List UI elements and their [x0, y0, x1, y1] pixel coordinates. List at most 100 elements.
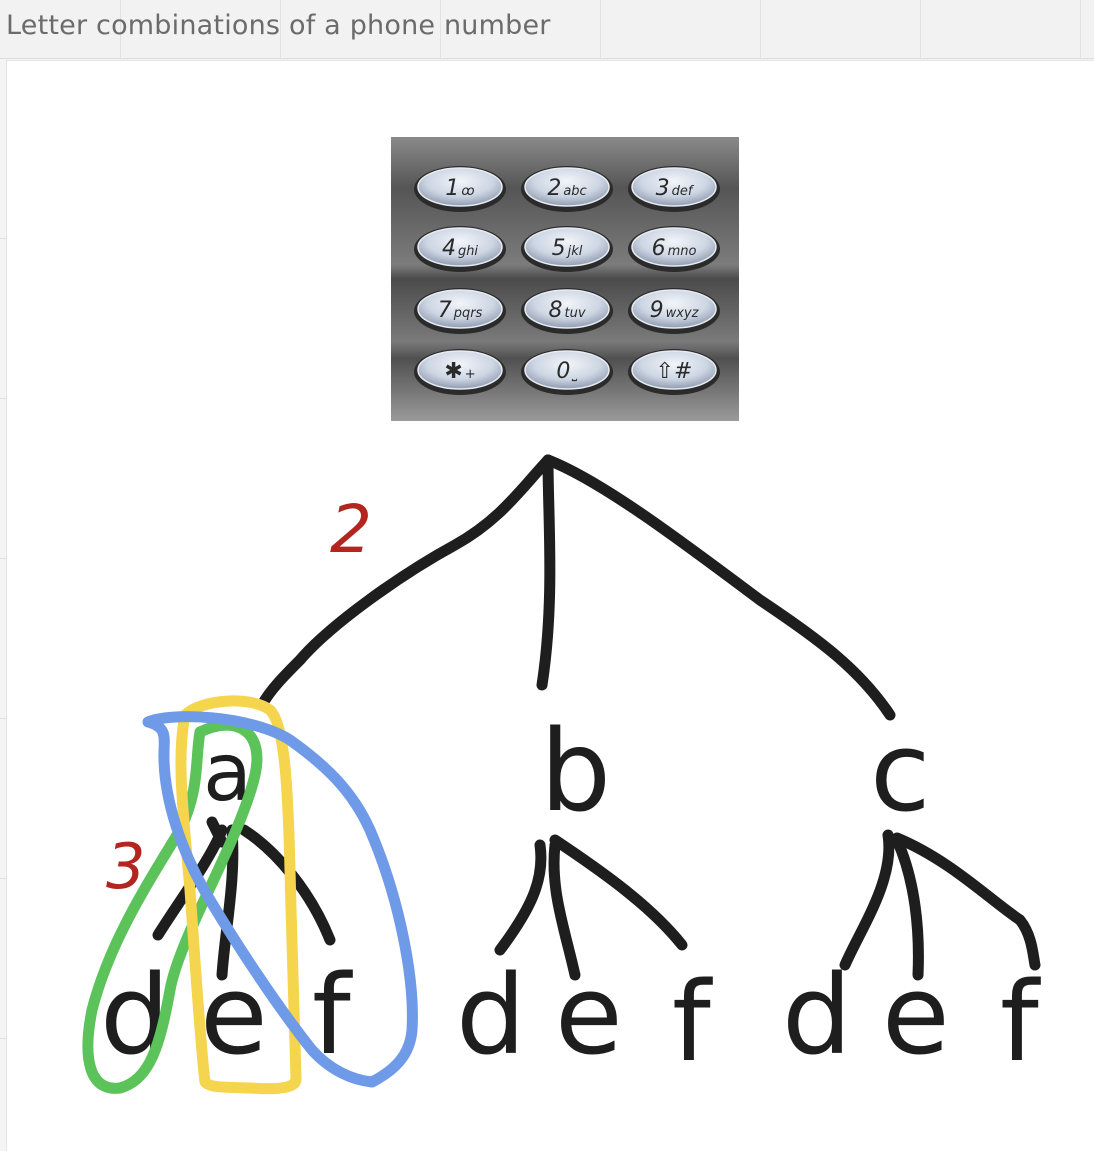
title-bar: Letter combinations of a phone number	[0, 0, 1094, 59]
row-divider	[0, 718, 6, 719]
edge-b-d	[494, 839, 547, 956]
key-face	[417, 350, 503, 390]
column-divider	[440, 0, 441, 58]
leaf-letter: d	[100, 951, 170, 1079]
edge-c-f	[891, 832, 1041, 971]
key-letters: +	[465, 367, 476, 382]
row-divider	[0, 238, 6, 239]
key-digit: ✱	[444, 359, 462, 384]
key-label: ⇧#	[656, 359, 693, 384]
edge-root-c	[542, 454, 896, 721]
key-face	[631, 167, 717, 207]
keypad-key: ⇧#	[628, 349, 720, 395]
keypad-key: 0⎵	[521, 349, 613, 395]
edge-b-f	[549, 834, 688, 951]
key-face	[524, 227, 610, 267]
edge-b-e	[548, 839, 581, 981]
key-digit: 8	[548, 298, 562, 323]
key-face	[417, 167, 503, 207]
depth-annotations: 2 3	[106, 491, 372, 903]
key-digit: 2	[547, 176, 561, 201]
leaf-letter: d	[456, 951, 526, 1079]
edge-a-stub	[206, 816, 228, 848]
letter-c: c	[870, 708, 930, 836]
key-letters: ꝏ	[461, 184, 474, 199]
key-letters: mno	[668, 244, 697, 259]
key-digit: 3	[656, 176, 670, 201]
edge-c-d	[839, 829, 895, 971]
key-face	[524, 167, 610, 207]
edge-c-e	[891, 834, 924, 981]
column-divider	[920, 0, 921, 58]
key-digit: 6	[652, 236, 666, 261]
column-divider	[600, 0, 601, 58]
key-letters: tuv	[564, 306, 585, 321]
row-divider	[0, 878, 6, 879]
key-letters: def	[672, 184, 695, 199]
key-label: ✱+	[444, 359, 475, 384]
key-digit: 5	[552, 236, 566, 261]
column-divider	[760, 0, 761, 58]
key-letters: ghi	[458, 244, 478, 259]
key-face	[417, 289, 503, 329]
annotation-digit-2: 2	[330, 491, 372, 568]
column-divider	[120, 0, 121, 58]
leaf-letter: e	[555, 951, 623, 1079]
key-digit: 1	[445, 176, 459, 201]
column-divider	[280, 0, 281, 58]
tree-edges-level-1	[256, 454, 896, 721]
key-digit: 9	[650, 298, 664, 323]
leaf-letter: f	[672, 958, 713, 1086]
key-face	[631, 227, 717, 267]
key-digit: 4	[442, 236, 456, 261]
row-divider	[0, 398, 6, 399]
key-letters: jkl	[566, 244, 583, 259]
column-divider	[1080, 0, 1081, 58]
key-label: 0⎵	[556, 359, 577, 384]
leaf-letter: d	[782, 951, 852, 1079]
key-digit: 7	[438, 298, 452, 323]
key-face	[631, 289, 717, 329]
key-letters: abc	[563, 184, 586, 199]
key-face	[524, 350, 610, 390]
leaf-letter: e	[882, 951, 950, 1079]
highlight-loops	[82, 695, 418, 1095]
key-letters: ⎵	[571, 367, 577, 382]
row-divider	[0, 1038, 6, 1039]
edge-root-b	[536, 454, 556, 691]
blue-loop	[142, 711, 418, 1088]
leaf-letter: f	[1000, 958, 1041, 1086]
edge-root-a	[256, 454, 554, 711]
row-divider	[0, 558, 6, 559]
key-digit: 0	[556, 359, 570, 384]
key-face	[417, 227, 503, 267]
key-letters: wxyz	[666, 306, 700, 321]
keypad-key: ✱+	[414, 349, 506, 395]
key-letters: pqrs	[453, 306, 483, 321]
key-digit: ⇧#	[656, 359, 693, 384]
tree-letters: a b c d e f d e f d e f	[100, 707, 1041, 1086]
key-face	[524, 289, 610, 329]
page-title[interactable]: Letter combinations of a phone number	[6, 10, 551, 41]
key-face	[631, 350, 717, 390]
